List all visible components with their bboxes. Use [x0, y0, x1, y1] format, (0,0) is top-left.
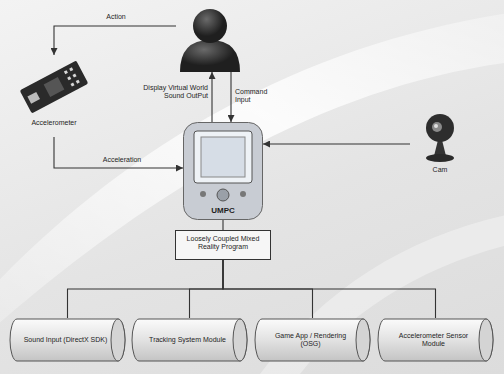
camera-icon: Cam	[410, 110, 470, 180]
connector-arrow	[54, 137, 183, 168]
edge-label: Display Virtual World Sound OutPut	[128, 84, 208, 101]
umpc-device: UMPC	[183, 122, 263, 220]
connector-line	[223, 260, 436, 318]
module-label: Tracking System Module	[142, 336, 233, 344]
connector-line	[222, 220, 223, 230]
device-button	[240, 191, 246, 197]
cylinder-end	[111, 319, 125, 361]
webcam	[426, 114, 454, 162]
accelerometer-icon: Accelerometer	[14, 55, 94, 137]
module-label: Game App / Rendering (OSG)	[265, 332, 356, 349]
cylinder-end	[479, 319, 493, 361]
connector-arrow	[263, 143, 410, 144]
device-label: UMPC	[187, 206, 259, 216]
module-cylinder: Game App / Rendering (OSG)	[255, 318, 370, 362]
cylinder-body	[255, 319, 370, 361]
process-box: Loosely Coupled Mixed Reality Program	[175, 230, 271, 260]
cylinder-end	[233, 319, 247, 361]
node-outline	[183, 122, 263, 220]
module-cylinder: Tracking System Module	[132, 318, 247, 362]
module-cylinder: Accelerometer Sensor Module	[378, 318, 493, 362]
device-body	[184, 123, 263, 220]
connector-line	[68, 260, 224, 318]
connector-line	[190, 260, 224, 318]
program-label: Loosely Coupled Mixed Reality Program	[179, 235, 267, 252]
swoosh-band	[0, 10, 504, 340]
device-screen	[194, 131, 252, 183]
edge-label: Acceleration	[92, 156, 152, 164]
edge-label: Action	[96, 13, 136, 21]
connector-arrow	[54, 26, 176, 55]
box-outline	[176, 231, 271, 260]
sensor-board	[20, 60, 89, 113]
module-label: Sound Input (DirectX SDK)	[20, 336, 111, 344]
cylinder-body	[378, 319, 493, 361]
connector-arrow	[211, 72, 212, 122]
device-button	[217, 189, 229, 201]
edge-label: Command Input	[235, 88, 281, 105]
user-figure	[176, 4, 244, 72]
user-shoulders	[180, 40, 240, 72]
cylinder-body	[132, 319, 247, 361]
device-label: Accelerometer	[18, 119, 90, 127]
connector-arrow	[230, 72, 231, 122]
device-button	[200, 191, 206, 197]
module-label: Accelerometer Sensor Module	[388, 332, 479, 349]
cylinder-end	[356, 319, 370, 361]
user-head	[193, 9, 227, 43]
device-label: Cam	[414, 166, 466, 174]
cylinder-body	[10, 319, 125, 361]
screen-window	[201, 137, 245, 177]
module-cylinder: Sound Input (DirectX SDK)	[10, 318, 125, 362]
node-outline	[176, 4, 244, 72]
